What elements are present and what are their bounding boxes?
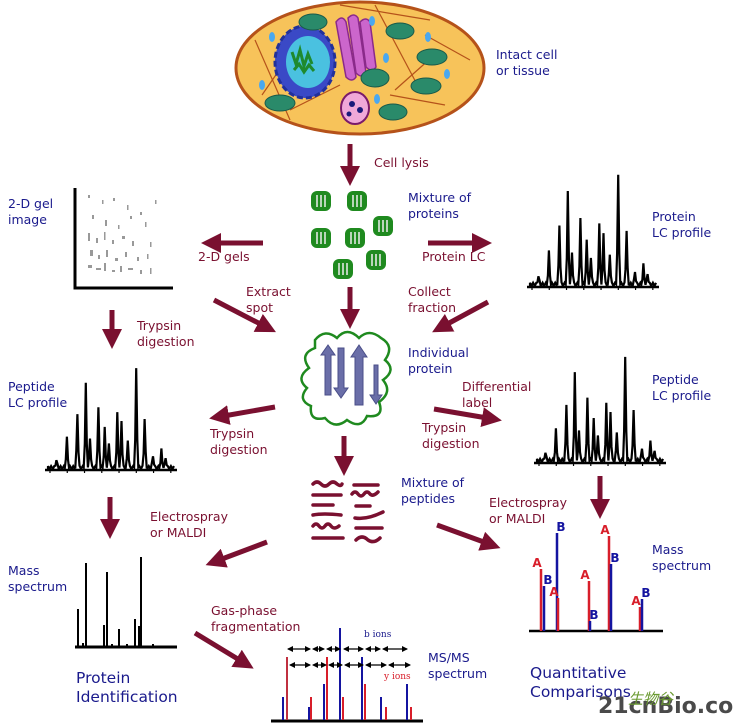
label-extract-spot: Extract spot <box>246 284 291 315</box>
label-mixture-proteins: Mixture of proteins <box>408 190 472 221</box>
lc-trace-line <box>46 368 175 472</box>
label-msms-spectrum: MS/MS spectrum <box>428 650 488 681</box>
quant-peak-label: A <box>549 585 559 599</box>
quant-peak-label: A <box>580 568 590 582</box>
quant-peak-label: B <box>543 573 552 587</box>
label-gas-phase-fragmentation: Gas-phase fragmentation <box>211 603 301 634</box>
label-collect-fraction: Collect fraction <box>408 284 457 315</box>
label-differential-label: Differential label <box>462 379 532 410</box>
label-mixture-peptides: Mixture of peptides <box>401 475 465 506</box>
gel-image <box>73 188 173 290</box>
workflow-arrows <box>100 144 610 669</box>
quant-peak-label: B <box>610 551 619 565</box>
arrow-collect-fraction <box>432 299 490 333</box>
label-electrospray-right: Electrospray or MALDI <box>489 495 567 526</box>
label-trypsin-digestion-gel: Trypsin digestion <box>137 318 195 349</box>
peptide-lc-profile-right-trace <box>534 356 666 466</box>
lc-trace-line <box>535 356 664 465</box>
label-protein-identification: Protein Identification <box>76 669 178 706</box>
label-quantitative-comparisons: Quantitative Comparisons <box>530 664 631 701</box>
watermark-chinese: 生物谷 <box>628 690 674 708</box>
lc-trace-line <box>528 174 657 289</box>
arrow-extract-spot <box>212 297 276 333</box>
label-individual-protein: Individual protein <box>408 345 469 376</box>
label-2d-gels: 2-D gels <box>198 249 250 264</box>
quant-peak-label: B <box>556 520 565 534</box>
label-gel-image: 2-D gel image <box>8 196 54 227</box>
mass-spectrum-left <box>75 557 177 649</box>
label-electrospray-left: Electrospray or MALDI <box>150 509 228 540</box>
peptide-lc-profile-left-trace <box>45 368 177 473</box>
label-protein-lc: Protein LC <box>422 249 486 264</box>
quant-peak-label: B <box>589 608 598 622</box>
protein-lc-profile-trace <box>527 174 659 290</box>
watermark-text: 21cnBio.com <box>598 694 733 719</box>
arrow-peptides-to-quant <box>436 522 501 551</box>
label-peptide-lc-profile-left: Peptide LC profile <box>8 379 68 410</box>
quant-peak-label: A <box>631 594 641 608</box>
label-peptide-lc-profile-right: Peptide LC profile <box>652 372 712 403</box>
label-mass-spectrum-right: Mass spectrum <box>652 542 712 573</box>
arrow-electrospray-left <box>205 539 268 568</box>
label-cell-lysis: Cell lysis <box>374 155 429 170</box>
label-protein-lc-profile: Protein LC profile <box>652 209 712 240</box>
label-y-ions: y ions <box>384 672 411 682</box>
arrow-trypsin-left <box>209 404 276 425</box>
individual-protein-illustration <box>300 330 392 426</box>
cell-illustration <box>234 0 486 136</box>
arrow-trypsin-right <box>433 406 502 428</box>
label-mass-spectrum-left: Mass spectrum <box>8 563 68 594</box>
label-intact-cell: Intact cell or tissue <box>496 47 558 78</box>
msms-spectrum <box>271 628 423 723</box>
label-b-ions: b ions <box>364 630 392 640</box>
label-trypsin-digestion-left: Trypsin digestion <box>210 426 268 457</box>
peptide-mixture-illustration <box>311 480 385 544</box>
quant-peak-label: B <box>641 586 650 600</box>
protein-mixture-illustration <box>311 191 393 279</box>
quant-peak-label: A <box>532 556 542 570</box>
arrow-gas-phase <box>193 630 254 669</box>
quant-peak-label: A <box>600 523 610 537</box>
label-trypsin-digestion-right: Trypsin digestion <box>422 420 480 451</box>
